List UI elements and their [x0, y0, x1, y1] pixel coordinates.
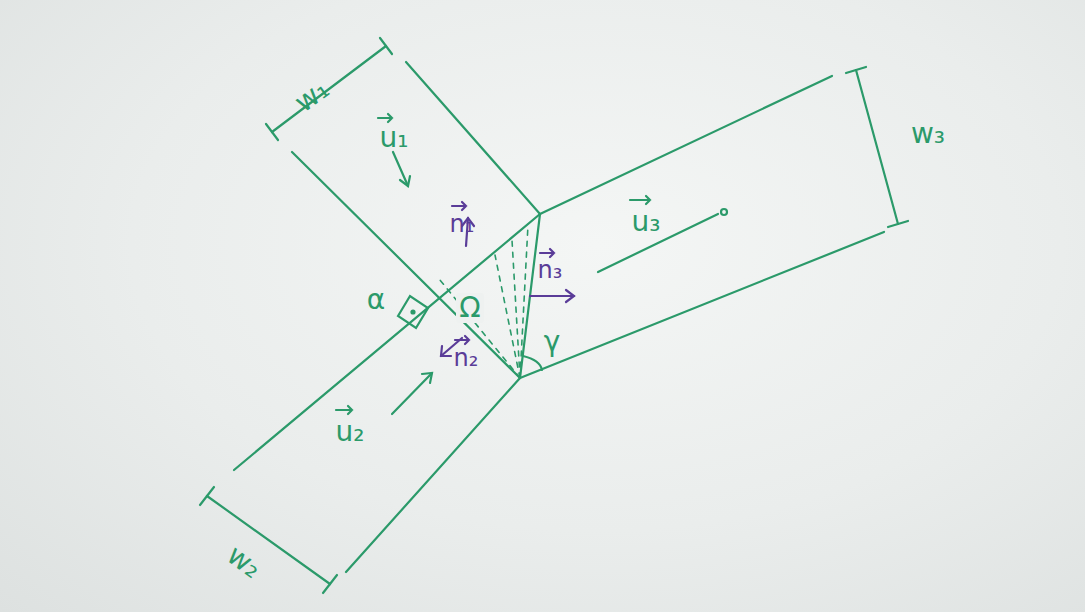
normal-label: n₂: [451, 345, 482, 371]
velocity-arrow: [392, 373, 432, 414]
normal-label: n₁: [447, 211, 478, 237]
dashed-line: [512, 240, 520, 378]
dashed-line: [495, 255, 520, 378]
angle-label: α: [364, 285, 388, 315]
dashed-line: [440, 280, 520, 378]
dimension-tick: [323, 575, 337, 593]
dimension-tick: [266, 124, 278, 140]
dimension-tick: [888, 221, 908, 227]
wall-line: [346, 378, 520, 572]
dashed-line: [520, 225, 528, 378]
arrowhead: [422, 373, 432, 383]
normal-arrow: [530, 295, 574, 297]
dimension-line: [207, 496, 330, 584]
arrow-tip: [721, 209, 727, 215]
velocity-label: u₁: [377, 123, 412, 153]
domain-label: Ω: [456, 293, 483, 323]
right-angle-marker: [398, 296, 428, 328]
angle-arc: [523, 356, 542, 370]
vector-bar: [378, 114, 392, 122]
wall-line: [406, 62, 540, 214]
arrowhead: [566, 290, 574, 302]
dimension-tick: [200, 487, 214, 505]
vector-bar: [452, 202, 466, 210]
wall-line: [292, 152, 520, 378]
width-label: w₃: [908, 119, 948, 149]
velocity-label: u₂: [333, 417, 368, 447]
vector-bar: [336, 406, 352, 414]
dimension-tick: [846, 67, 866, 73]
width-label: w₁: [287, 72, 337, 120]
width-label: w₂: [219, 538, 269, 586]
wall-line: [234, 214, 540, 470]
dimension-line: [856, 70, 898, 224]
vector-bar: [630, 196, 650, 204]
velocity-label: u₃: [629, 207, 664, 237]
dimension-tick: [380, 38, 392, 54]
arrowhead: [400, 176, 410, 186]
angle-label: γ: [541, 327, 564, 357]
dimension-line: [272, 46, 386, 132]
wall-line: [520, 232, 884, 378]
wall-line: [540, 76, 832, 214]
dot: [412, 311, 415, 314]
vector-bar: [455, 336, 469, 344]
vector-bar: [540, 249, 554, 257]
arrowhead: [441, 346, 451, 356]
normal-label: n₃: [535, 257, 566, 283]
